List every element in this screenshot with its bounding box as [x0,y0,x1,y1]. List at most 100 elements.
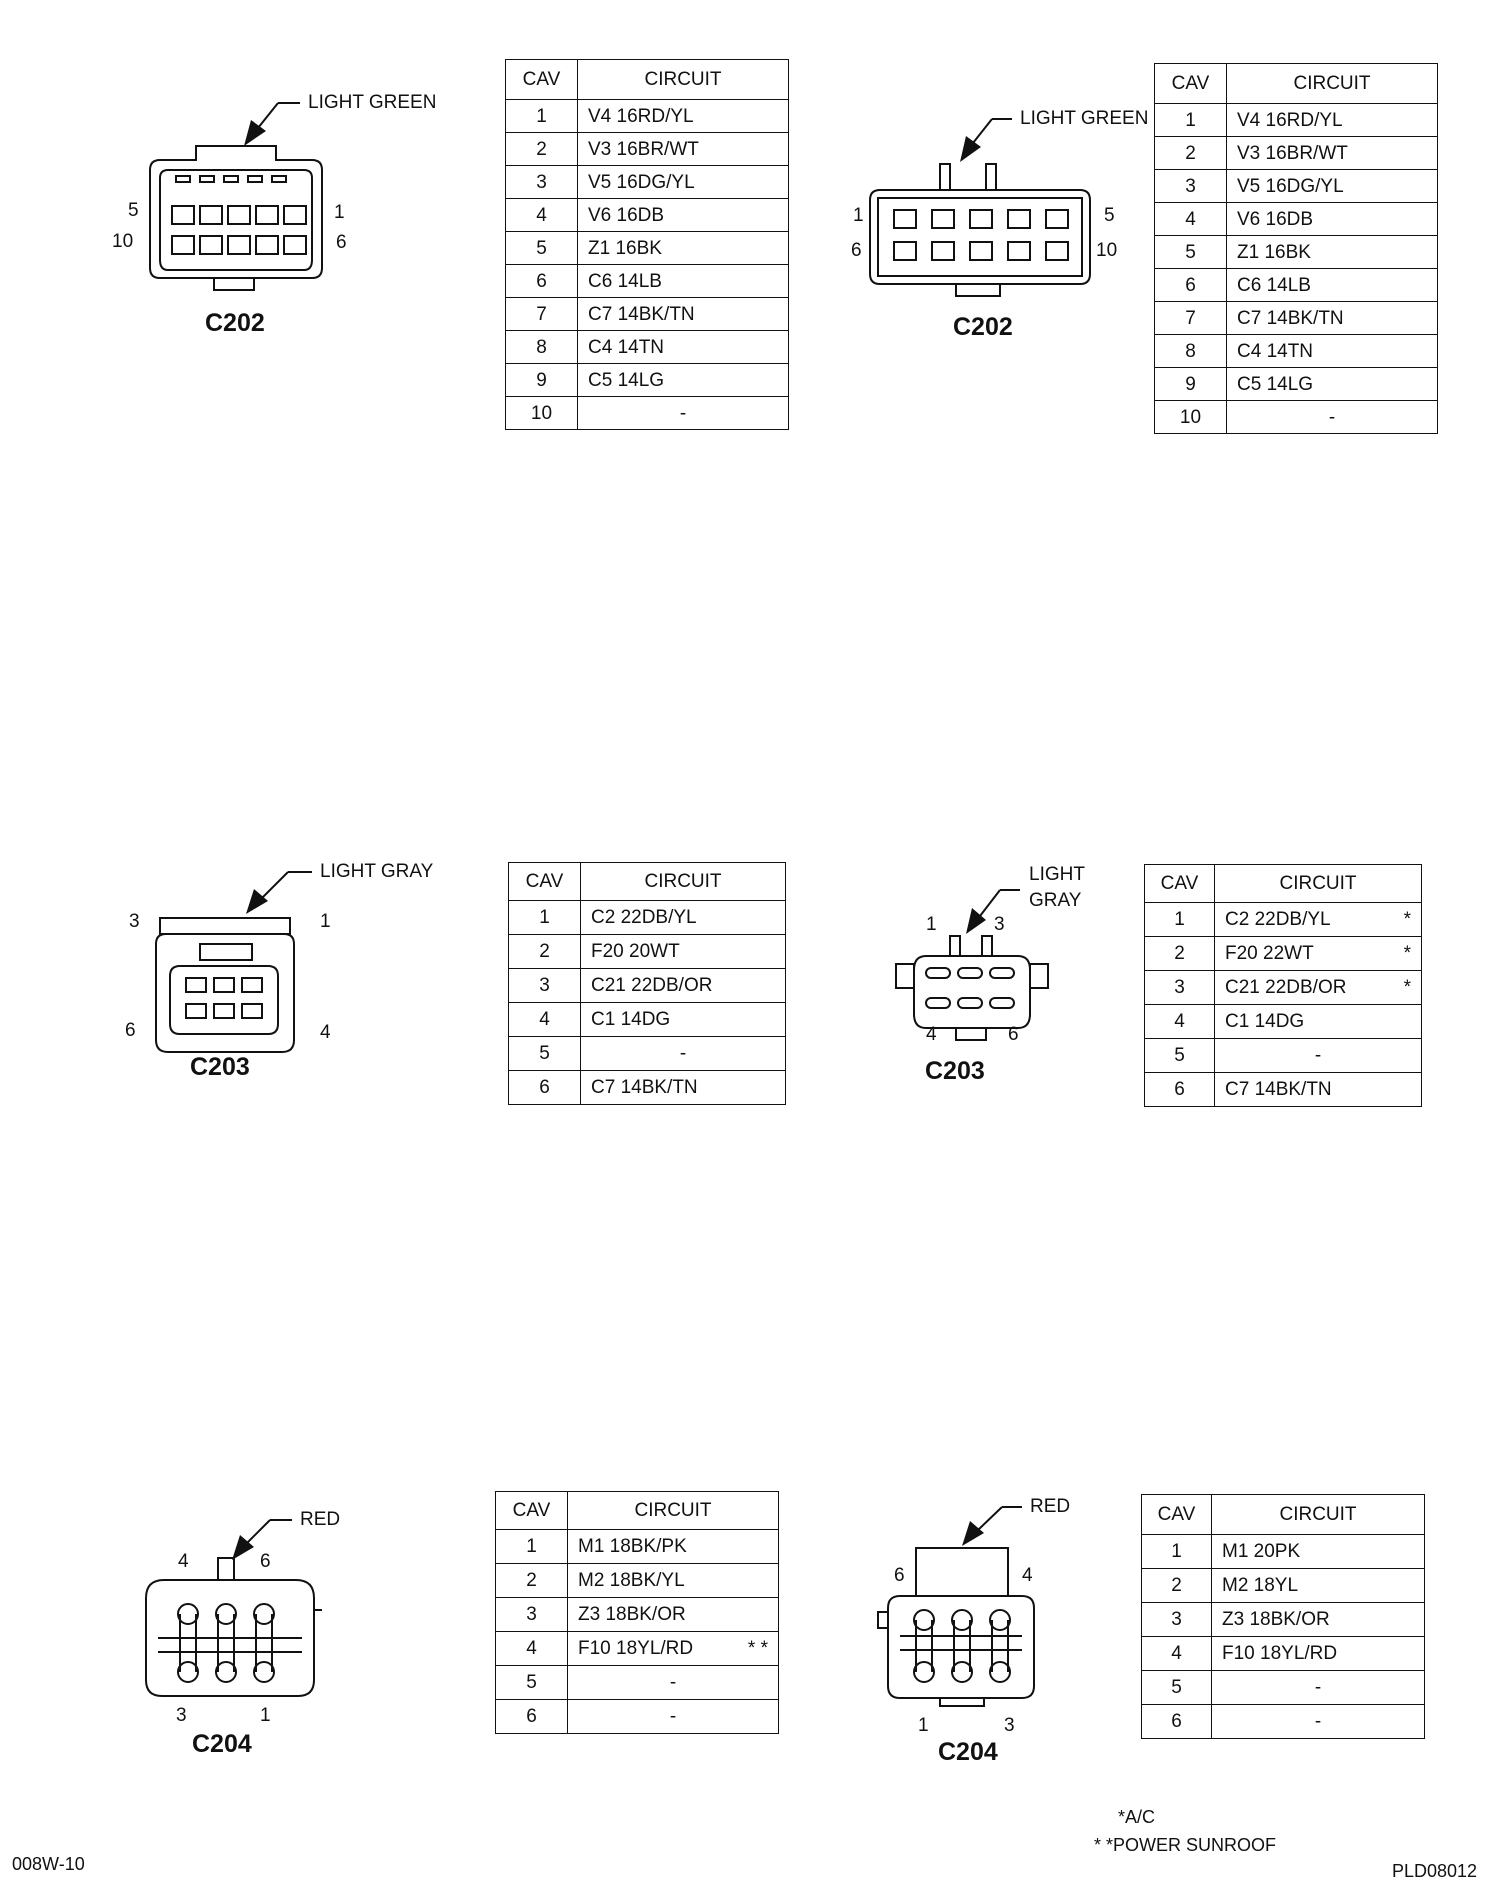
circuit-cell: C4 14TN [577,330,789,364]
circuit-cell: C6 14LB [1226,268,1438,302]
circuit-cell: V5 16DG/YL [1226,169,1438,203]
cav-cell: 5 [505,231,578,265]
circuit-cell: F10 18YL/RD* * [567,1631,779,1666]
circuit-cell: V4 16RD/YL [1226,103,1438,137]
circuit-cell: - [1214,1038,1422,1073]
c203-left-pin-label: 6 [125,1020,136,1041]
ac-asterisk-mark: * [1403,943,1411,964]
cav-cell: 4 [505,198,578,232]
table-header-row: CAV CIRCUIT [508,862,786,901]
circuit-cell: C1 14DG [580,1002,786,1037]
cav-cell: 4 [1144,1004,1215,1039]
circuit-cell: F10 18YL/RD [1211,1636,1425,1671]
cav-cell: 3 [1154,169,1227,203]
c203-right-connector-drawing [895,889,1049,1041]
cav-cell: 1 [505,99,578,133]
c203-right-pin-label: 6 [1008,1024,1019,1045]
circuit-cell: C21 22DB/OR [580,968,786,1003]
cav-cell: 8 [1154,334,1227,368]
c202-right-pin-cavities [893,209,1069,261]
cav-cell: 5 [495,1665,568,1700]
circuit-cell: C2 22DB/YL* [1214,902,1422,937]
c202-right-pin-label: 6 [851,240,862,261]
c203-left-pin-label: 3 [129,911,140,932]
circuit-text: C2 22DB/YL [1225,909,1331,930]
c202-right-color-label: LIGHT GREEN [1020,108,1149,129]
table-header-row: CAV CIRCUIT [495,1491,779,1530]
c202-left-connector-drawing [149,102,323,291]
cav-cell: 5 [508,1036,581,1071]
table-row: 6- [495,1699,779,1734]
cav-cell: 2 [1141,1568,1212,1603]
cav-cell: 6 [508,1070,581,1105]
cav-cell: 7 [505,297,578,331]
c203-right-pin-label: 3 [994,914,1005,935]
cav-header: CAV [1154,63,1227,104]
cav-cell: 1 [1154,103,1227,137]
sunroof-asterisk-mark: * * [747,1638,768,1659]
table-row: 5- [495,1665,779,1700]
circuit-cell: - [1211,1670,1425,1705]
circuit-cell: M1 20PK [1211,1534,1425,1569]
c202-left-pin-label: 6 [336,232,347,253]
circuit-header: CIRCUIT [1226,63,1438,104]
circuit-cell: Z3 18BK/OR [1211,1602,1425,1637]
c203-right-pin-cavities [925,967,1015,1009]
c202-right-pin-label: 1 [853,205,864,226]
circuit-cell: V6 16DB [577,198,789,232]
cav-header: CAV [1141,1494,1212,1535]
circuit-cell: V5 16DG/YL [577,165,789,199]
circuit-cell: - [580,1036,786,1071]
cav-cell: 1 [495,1529,568,1564]
c203-left-pin-cavities [185,977,263,1019]
cav-cell: 6 [495,1699,568,1734]
circuit-cell: Z3 18BK/OR [567,1597,779,1632]
table-row: 6- [1141,1704,1425,1739]
c202-right-pin-label: 5 [1104,205,1115,226]
c202-right-connector-name: C202 [953,313,1013,341]
c203-right-pin-label: 1 [926,914,937,935]
c203-left-pin-label: 1 [320,911,331,932]
legend-text: POWER SUNROOF [1113,1835,1277,1855]
c203-right-color-label-line-1: LIGHT [1029,864,1085,885]
cav-cell: 2 [1144,936,1215,971]
cav-cell: 2 [508,934,581,969]
legend-symbol: * * [1094,1835,1114,1855]
c204-left-pin-cavities [177,1603,275,1683]
legend-item-ac: *A/C [1118,1808,1155,1826]
figure-code-left: 008W-10 [12,1854,85,1874]
cav-cell: 10 [505,396,578,430]
circuit-cell: C7 14BK/TN [577,297,789,331]
circuit-cell: Z1 16BK [577,231,789,265]
cav-header: CAV [495,1491,568,1530]
c204-right-connector-drawing [877,1506,1035,1707]
c203-right-color-label-line-2: GRAY [1029,890,1082,911]
circuit-cell: V3 16BR/WT [577,132,789,166]
cav-cell: 1 [508,900,581,935]
table-row: 5- [1141,1670,1425,1705]
cav-cell: 3 [495,1597,568,1632]
cav-cell: 2 [1154,136,1227,170]
legend-item-power-sunroof: * *POWER SUNROOF [1094,1836,1276,1854]
c203-right-pin-label: 4 [926,1024,937,1045]
c204-right-connector-name: C204 [938,1738,998,1766]
cav-cell: 9 [1154,367,1227,401]
